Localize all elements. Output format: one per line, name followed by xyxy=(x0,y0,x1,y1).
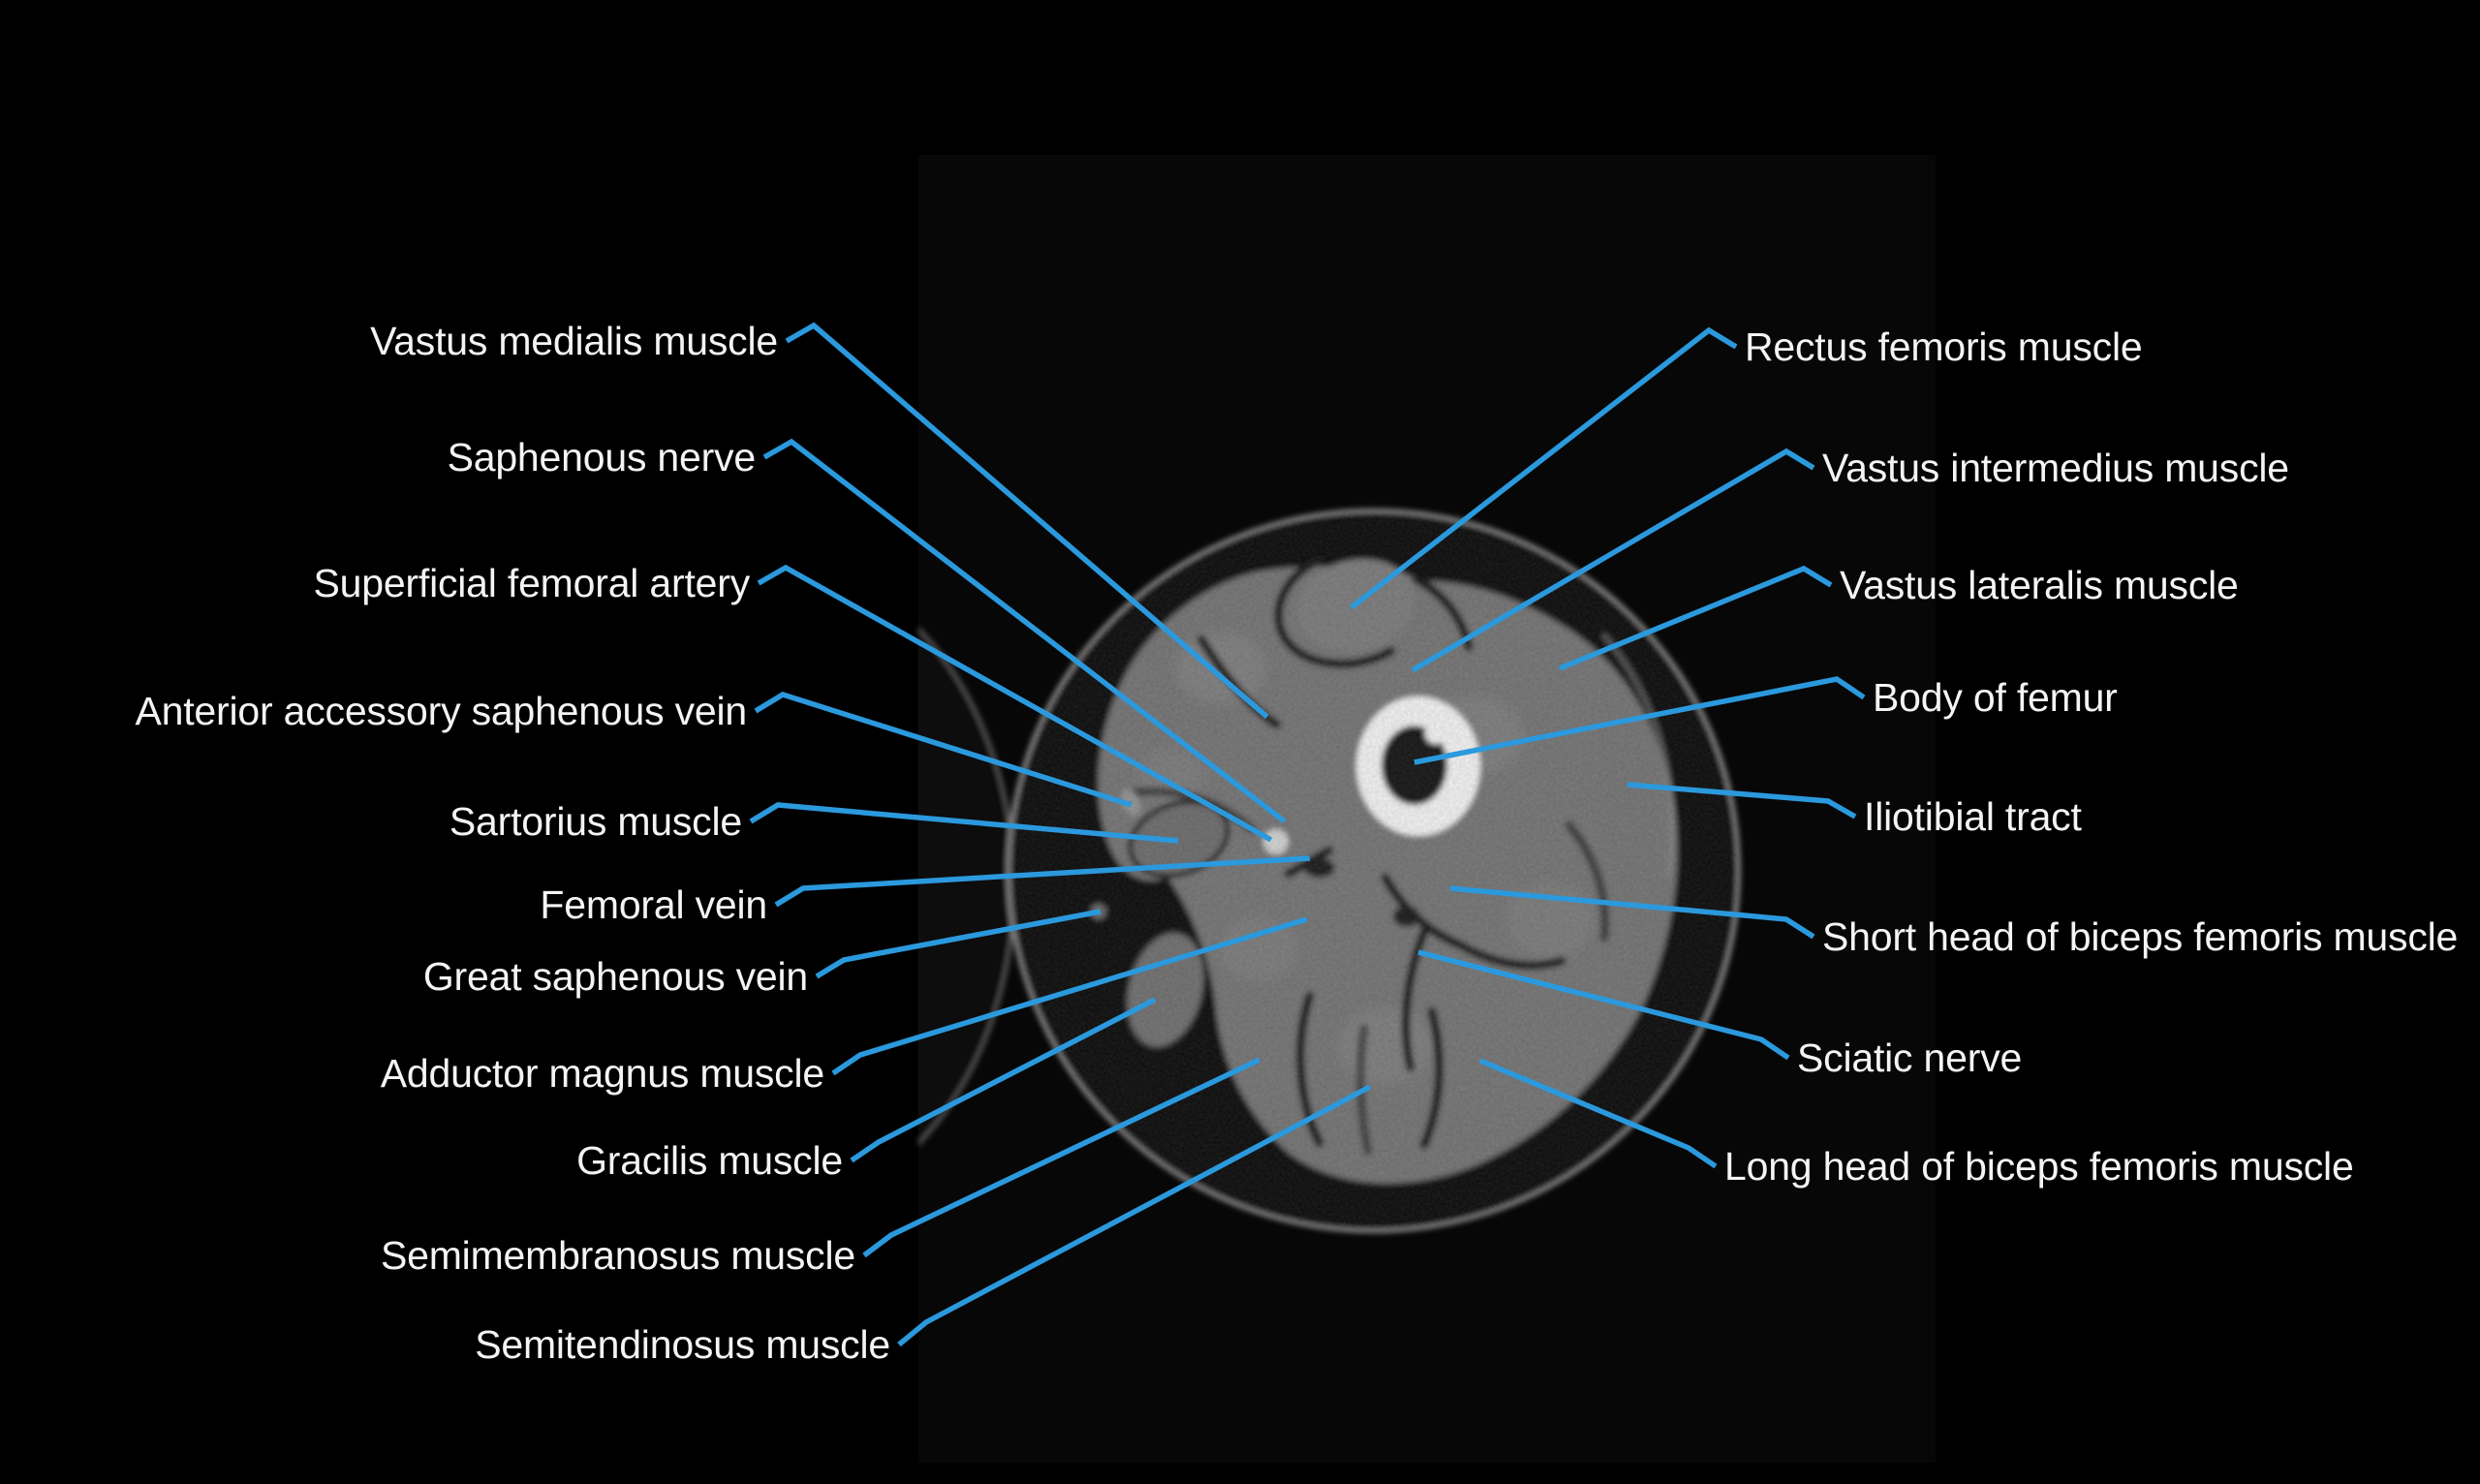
leader-line-rectus-femoris-muscle xyxy=(1349,326,1738,610)
label-saphenous-nerve: Saphenous nerve xyxy=(448,435,756,479)
leader-line-sciatic-nerve xyxy=(1417,949,1790,1061)
leader-line-iliotibial-tract xyxy=(1627,782,1857,819)
leader-line-semitendinosus-muscle xyxy=(897,1084,1372,1347)
leader-line-short-head-of-biceps-femoris-muscle xyxy=(1449,885,1815,940)
leader-line-femoral-vein xyxy=(774,855,1311,908)
leader-line-superficial-femoral-artery xyxy=(757,564,1273,843)
leader-line-vastus-medialis-muscle xyxy=(785,322,1269,720)
label-sciatic-nerve: Sciatic nerve xyxy=(1797,1036,2022,1080)
leader-line-vastus-intermedius-muscle xyxy=(1410,448,1815,673)
leader-line-saphenous-nerve xyxy=(762,438,1286,824)
label-superficial-femoral-artery: Superficial femoral artery xyxy=(313,561,750,605)
label-great-saphenous-vein: Great saphenous vein xyxy=(423,954,808,999)
label-body-of-femur: Body of femur xyxy=(1873,675,2118,720)
leader-line-body-of-femur xyxy=(1413,676,1866,765)
label-rectus-femoris-muscle: Rectus femoris muscle xyxy=(1745,325,2142,369)
label-adductor-magnus-muscle: Adductor magnus muscle xyxy=(381,1051,824,1096)
leader-line-gracilis-muscle xyxy=(850,997,1157,1163)
leader-line-anterior-accessory-saphenous-vein xyxy=(754,692,1132,808)
label-femoral-vein: Femoral vein xyxy=(540,882,767,927)
leader-lines xyxy=(749,322,1866,1347)
label-gracilis-muscle: Gracilis muscle xyxy=(576,1138,843,1183)
label-long-head-of-biceps-femoris-muscle: Long head of biceps femoris muscle xyxy=(1724,1144,2354,1189)
leader-line-adductor-magnus-muscle xyxy=(831,916,1308,1076)
label-anterior-accessory-saphenous-vein: Anterior accessory saphenous vein xyxy=(135,689,747,733)
leader-line-vastus-lateralis-muscle xyxy=(1558,565,1833,671)
label-iliotibial-tract: Iliotibial tract xyxy=(1864,794,2082,839)
leader-line-semimembranosus-muscle xyxy=(862,1057,1261,1258)
label-vastus-intermedius-muscle: Vastus intermedius muscle xyxy=(1822,446,2289,490)
label-short-head-of-biceps-femoris-muscle: Short head of biceps femoris muscle xyxy=(1822,914,2458,959)
label-vastus-lateralis-muscle: Vastus lateralis muscle xyxy=(1840,563,2239,607)
label-vastus-medialis-muscle: Vastus medialis muscle xyxy=(370,319,778,363)
label-semitendinosus-muscle: Semitendinosus muscle xyxy=(475,1322,890,1367)
label-sartorius-muscle: Sartorius muscle xyxy=(450,799,742,844)
leader-line-sartorius-muscle xyxy=(749,802,1179,844)
leader-line-great-saphenous-vein xyxy=(815,909,1101,979)
leader-line-long-head-of-biceps-femoris-muscle xyxy=(1478,1058,1718,1169)
label-semimembranosus-muscle: Semimembranosus muscle xyxy=(381,1233,855,1278)
